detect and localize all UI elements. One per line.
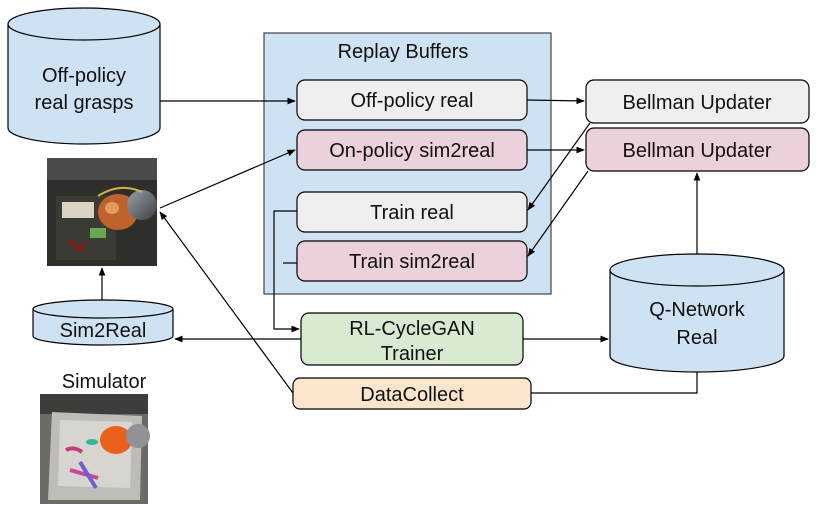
datacollect-label: DataCollect — [360, 384, 464, 406]
bellman-updater-1: Bellman Updater — [585, 79, 810, 124]
rl-cyclegan-trainer: RL-CycleGAN Trainer — [300, 312, 524, 366]
off-policy-db-line1: Off-policy — [42, 65, 126, 87]
sim2real-label: Sim2Real — [60, 320, 147, 342]
trainer-line2: Trainer — [381, 343, 444, 365]
q-network-line2: Real — [676, 327, 717, 349]
datacollect-box: DataCollect — [292, 377, 532, 410]
on-policy-sim2real-label: On-policy sim2real — [329, 140, 495, 162]
off-policy-real-grasps-db: Off-policy real grasps — [7, 7, 161, 145]
sim2real-db: Sim2Real — [32, 299, 174, 346]
off-policy-real-label: Off-policy real — [350, 90, 473, 112]
real-robot-photo — [47, 158, 157, 266]
train-real-label: Train real — [370, 202, 454, 224]
on-policy-sim2real-buffer: On-policy sim2real — [296, 129, 528, 171]
off-policy-db-line2: real grasps — [35, 92, 134, 114]
simulator-photo — [40, 394, 150, 504]
q-network-real-db: Q-Network Real — [609, 253, 785, 373]
bellman-updater-2-label: Bellman Updater — [623, 140, 772, 162]
train-sim2real-buffer: Train sim2real — [296, 240, 528, 282]
bellman-updater-1-label: Bellman Updater — [623, 92, 772, 114]
train-real-buffer: Train real — [296, 191, 528, 233]
replay-buffers-title: Replay Buffers — [338, 41, 469, 63]
connectors — [98, 97, 701, 394]
off-policy-real-buffer: Off-policy real — [296, 79, 528, 121]
bellman-updater-2: Bellman Updater — [585, 127, 810, 172]
trainer-line1: RL-CycleGAN — [349, 318, 475, 340]
q-network-line1: Q-Network — [649, 299, 746, 321]
train-sim2real-label: Train sim2real — [349, 251, 475, 273]
simulator-caption: Simulator — [62, 371, 147, 393]
